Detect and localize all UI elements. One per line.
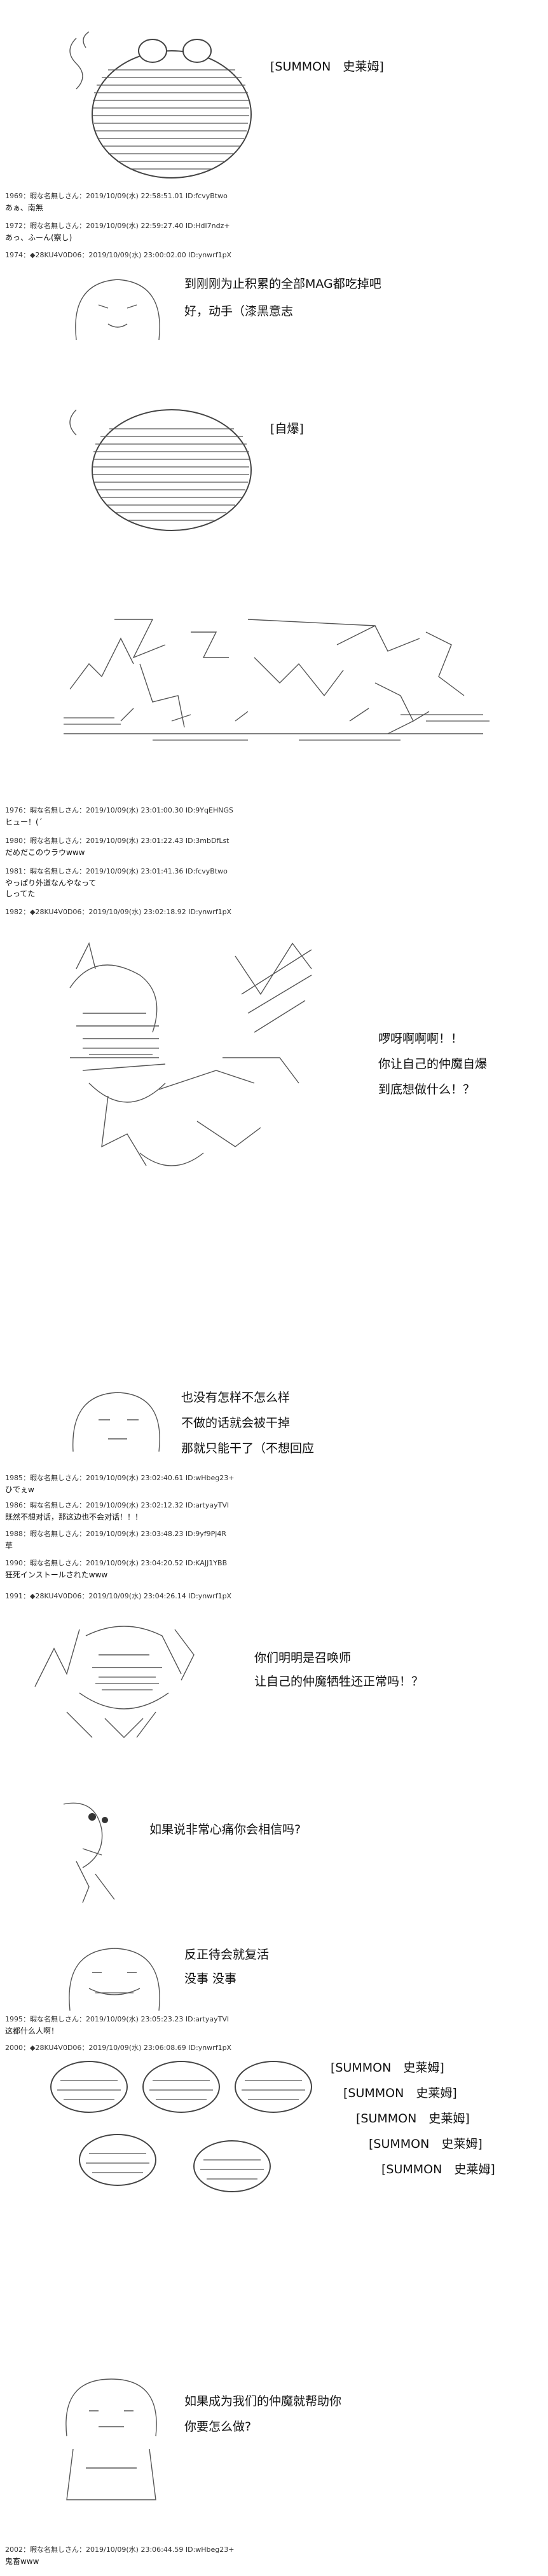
dialogue-line: 如果成为我们的仲魔就帮助你 — [184, 2394, 342, 2408]
dialogue-line: 不做的话就会被干掉 — [181, 1416, 291, 1430]
slime-art — [51, 25, 261, 191]
post-header: 1974：◆28KU4V0D06：2019/10/09(水) 23:00:02.… — [5, 251, 232, 259]
post-header: 1988：暇な名無しさん：2019/10/09(水) 23:03:48.23 I… — [5, 1530, 226, 1538]
dialogue-line: 反正待会就复活 — [184, 1948, 270, 1962]
face-art — [57, 1941, 172, 2017]
post-body: やっぱり外道なんやなって — [5, 879, 97, 887]
character-art — [29, 1617, 207, 1750]
post-header: 2000：◆28KU4V0D06：2019/10/09(水) 23:06:08.… — [5, 2044, 232, 2052]
character-art — [45, 931, 350, 1197]
slime-group-art — [48, 2055, 315, 2220]
self-destruct-label: [自爆] — [270, 422, 304, 436]
dialogue-line: 到底想做什么！？ — [378, 1082, 476, 1096]
summon-label: [SUMMON 史莱姆] — [270, 60, 384, 74]
post-body: 草 — [5, 1541, 13, 1550]
character-art — [48, 2373, 175, 2512]
post-header: 1969：暇な名無しさん：2019/10/09(水) 22:58:51.01 I… — [5, 192, 228, 200]
dialogue-line: 好，动手（漆黑意志 — [184, 304, 294, 318]
dialogue-line: 也没有怎样不怎么样 — [181, 1391, 291, 1405]
post-body: 这都什么人啊！ — [5, 2026, 59, 2035]
post-header: 1982：◆28KU4V0D06：2019/10/09(水) 23:02:18.… — [5, 908, 232, 916]
post-header: 1976：暇な名無しさん：2019/10/09(水) 23:01:00.30 I… — [5, 806, 233, 814]
post-body: ひでぇw — [5, 1485, 34, 1494]
post-header: 1991：◆28KU4V0D06：2019/10/09(水) 23:04:26.… — [5, 1592, 232, 1600]
post-header: 1986：暇な名無しさん：2019/10/09(水) 23:02:12.32 I… — [5, 1501, 229, 1509]
dialogue-line: 没事 没事 — [184, 1972, 237, 1986]
post-header: 1972：暇な名無しさん：2019/10/09(水) 22:59:27.40 I… — [5, 222, 230, 230]
post-body: あっ、ふーん(察し) — [5, 233, 72, 242]
dialogue-line: 那就只能干了（不想回应 — [181, 1441, 315, 1455]
summon-label: [SUMMON 史莱姆] — [331, 2061, 444, 2075]
post-body: 狂死インストールされたwww — [5, 1570, 108, 1579]
post-header: 1995：暇な名無しさん：2019/10/09(水) 23:05:23.23 I… — [5, 2015, 229, 2023]
face-art — [64, 1385, 172, 1458]
post-body: しってた — [5, 889, 36, 898]
dialogue-line: 让自己的仲魔牺牲还正常吗！？ — [254, 1675, 424, 1689]
post-header: 1985：暇な名無しさん：2019/10/09(水) 23:02:40.61 I… — [5, 1474, 235, 1482]
dialogue-line: 到刚刚为止积累的全部MAG都吃掉吧 — [184, 277, 381, 291]
dialogue-line: 你要怎么做? — [184, 2420, 252, 2434]
dialogue-line: 你们明明是召唤师 — [254, 1651, 352, 1665]
post-body: 既然不想对话，那这边也不会对话！！！ — [5, 1513, 143, 1521]
dialogue-line: 如果说非常心痛你会相信吗? — [149, 1823, 301, 1837]
explosion-art — [45, 594, 502, 765]
post-body: 鬼畜www — [5, 2557, 39, 2566]
summon-label: [SUMMON 史莱姆] — [343, 2086, 457, 2100]
post-header: 1981：暇な名無しさん：2019/10/09(水) 23:01:41.36 I… — [5, 867, 228, 875]
post-body: ヒュー！(´ — [5, 818, 43, 826]
character-art — [51, 1798, 127, 1906]
summon-label: [SUMMON 史莱姆] — [369, 2137, 483, 2151]
post-body: だめだこのウラウwww — [5, 848, 85, 857]
dialogue-line: 你让自己的仲魔自爆 — [378, 1057, 488, 1071]
post-header: 1980：暇な名無しさん：2019/10/09(水) 23:01:22.43 I… — [5, 837, 229, 845]
slime-art — [51, 391, 261, 543]
post-body: あぁ、南無 — [5, 203, 43, 212]
summon-label: [SUMMON 史莱姆] — [381, 2162, 495, 2176]
face-art — [64, 270, 172, 346]
post-header: 2002：暇な名無しさん：2019/10/09(水) 23:06:44.59 I… — [5, 2546, 235, 2554]
summon-label: [SUMMON 史莱姆] — [356, 2112, 470, 2126]
dialogue-line: 啰呀啊啊啊！！ — [378, 1032, 463, 1046]
post-header: 1990：暇な名無しさん：2019/10/09(水) 23:04:20.52 I… — [5, 1559, 228, 1567]
